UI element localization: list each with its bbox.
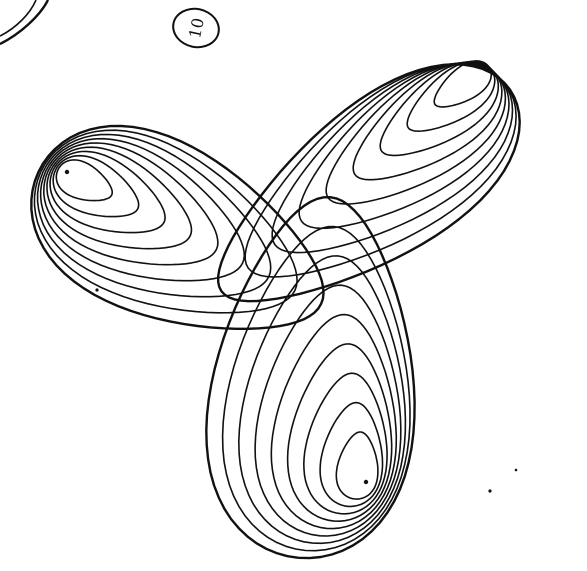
- ink-speck: [515, 469, 518, 472]
- contour-ring-left: [38, 135, 271, 297]
- contour-ring-bottom: [336, 432, 378, 499]
- contour-ring-left: [56, 160, 112, 201]
- contour-ring-left: [53, 156, 138, 217]
- corner-arc: [0, 0, 48, 44]
- lobe-center-dot-bottom: [364, 480, 368, 484]
- figure-number-text: 10: [185, 16, 208, 40]
- lobe-center-dot-left: [65, 170, 69, 174]
- ink-speck: [95, 288, 98, 291]
- ink-speck: [488, 489, 491, 492]
- contour-ring-top-right: [218, 64, 520, 301]
- contour-ring-bottom: [271, 315, 396, 529]
- contour-lobes: [31, 61, 519, 558]
- contour-ring-left: [44, 143, 218, 265]
- lobe-center-dot-top-right: [478, 64, 482, 68]
- contour-ring-top-right: [380, 62, 498, 156]
- contour-ring-left: [50, 151, 165, 232]
- contour-ring-bottom: [288, 344, 392, 521]
- corner-arc-inner: [0, 0, 36, 36]
